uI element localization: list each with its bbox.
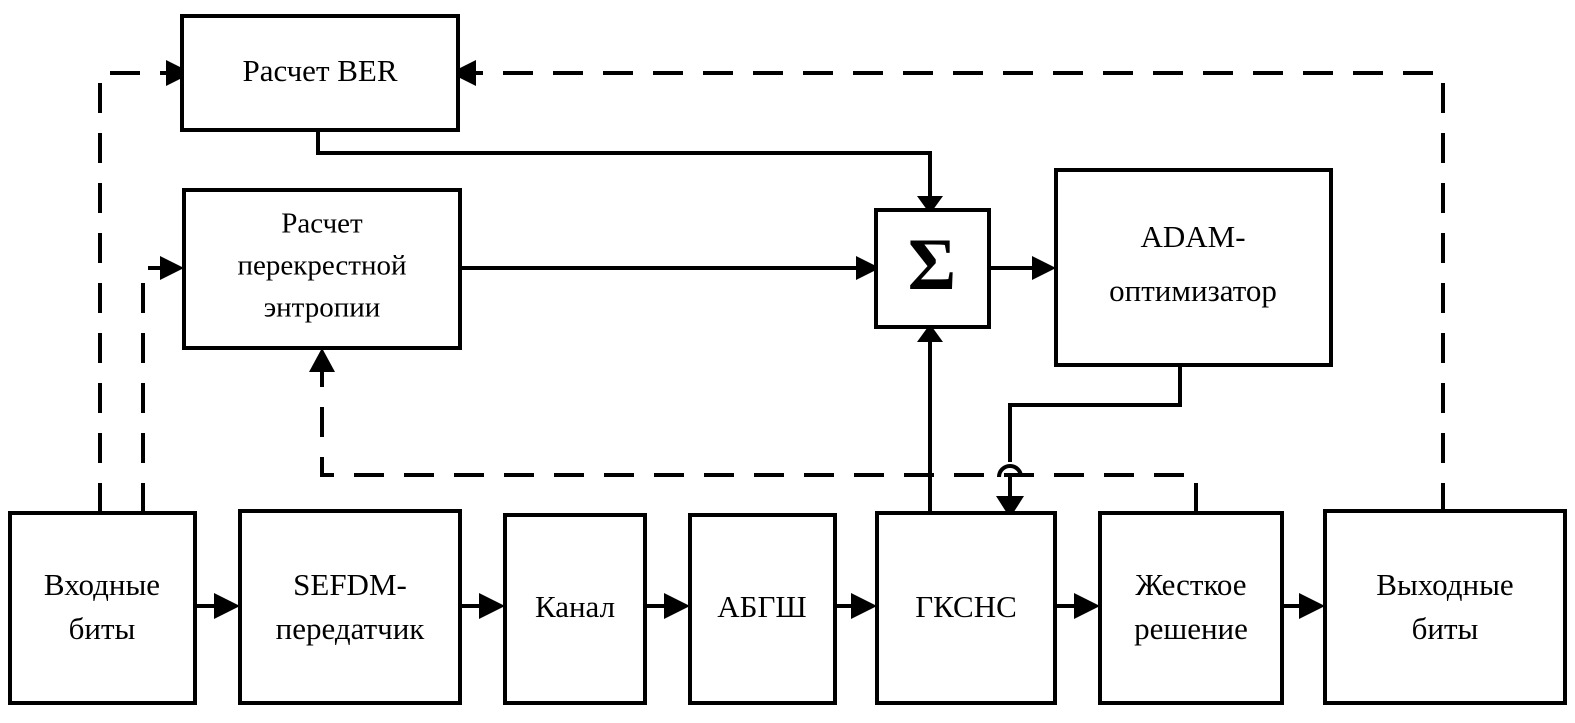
arrow-head-into-ber-left <box>166 60 192 86</box>
block-ber-label: Расчет BER <box>242 53 397 88</box>
arrow-head-into-channel <box>479 593 505 619</box>
block-input-bits-label-line1: Входные <box>44 567 160 602</box>
block-adam[interactable]: ADAM- оптимизатор <box>1054 168 1333 367</box>
block-sefdm-tx-rect <box>238 509 462 705</box>
block-output-bits[interactable]: Выходные биты <box>1323 509 1567 705</box>
connection-receiver-to-entropy <box>309 348 1198 513</box>
block-adam-label-line1: ADAM- <box>1140 219 1245 254</box>
connection-hard-decision-to-output-bits <box>1282 593 1325 619</box>
block-sum[interactable]: Σ <box>874 208 991 329</box>
connection-input-bits-to-ber <box>98 60 192 513</box>
connection-output-bits-to-ber <box>450 60 1445 513</box>
arrow-head-into-sum-top <box>917 196 943 214</box>
block-output-bits-label-line1: Выходные <box>1376 567 1513 602</box>
arrow-head-into-entropy-bottom <box>309 348 335 372</box>
arrow-head-into-sum-bottom <box>917 324 943 342</box>
block-awgn-label: АБГШ <box>717 589 806 624</box>
wire-hop-bridge <box>997 464 1023 478</box>
connection-ber-to-sum <box>316 130 943 214</box>
block-entropy-rect <box>182 188 462 350</box>
block-awgn[interactable]: АБГШ <box>688 513 837 705</box>
block-sum-rect <box>874 208 991 329</box>
block-channel-rect <box>503 513 647 705</box>
arrow-head-into-ber-right <box>450 60 476 86</box>
connection-input-bits-to-entropy <box>141 256 184 513</box>
block-input-bits[interactable]: Входные биты <box>8 511 197 705</box>
connection-sum-to-adam <box>989 256 1056 280</box>
arrow-head-into-gksnc <box>851 593 877 619</box>
block-hard-decision[interactable]: Жесткое решение <box>1098 511 1284 705</box>
block-sefdm-tx-label-line1: SEFDM- <box>293 567 407 602</box>
connection-channel-to-awgn <box>645 593 690 619</box>
connection-input-bits-to-sefdm <box>195 593 240 619</box>
arrow-head-into-entropy-left <box>160 256 184 280</box>
arrow-head-into-awgn <box>664 593 690 619</box>
arrow-head-into-sefdm <box>214 593 240 619</box>
block-awgn-rect <box>688 513 837 705</box>
block-sefdm-tx-label-line2: передатчик <box>276 611 426 646</box>
connection-gksnc-to-hard-decision <box>1055 593 1100 619</box>
arrow-head-into-adam-left <box>1032 256 1056 280</box>
arrow-head-into-hard-decision <box>1074 593 1100 619</box>
arrow-head-into-output-bits <box>1299 593 1325 619</box>
block-entropy-label-line1: Расчет <box>281 208 363 240</box>
block-gksnc-label: ГКСНС <box>915 589 1017 624</box>
connection-awgn-to-gksnc <box>835 593 877 619</box>
arrow-head-into-gksnc-top <box>996 496 1024 518</box>
block-hard-decision-rect <box>1098 511 1284 705</box>
block-channel[interactable]: Канал <box>503 513 647 705</box>
block-channel-label: Канал <box>535 589 615 624</box>
connection-sefdm-to-channel <box>460 593 505 619</box>
block-output-bits-label-line2: биты <box>1412 611 1479 646</box>
block-input-bits-rect <box>8 511 197 705</box>
connection-adam-to-gksnc <box>996 365 1182 518</box>
connection-entropy-to-sum <box>460 256 880 280</box>
block-sefdm-tx[interactable]: SEFDM- передатчик <box>238 509 462 705</box>
block-entropy[interactable]: Расчет перекрестной энтропии <box>182 188 462 350</box>
block-output-bits-rect <box>1323 509 1567 705</box>
connection-gksnc-to-sum <box>917 324 943 513</box>
block-gksnc-rect <box>875 511 1057 705</box>
block-ber[interactable]: Расчет BER <box>180 14 460 132</box>
block-adam-rect <box>1054 168 1333 367</box>
block-hard-decision-label-line2: решение <box>1134 611 1248 646</box>
block-entropy-label-line3: энтропии <box>264 292 381 324</box>
block-entropy-label-line2: перекрестной <box>237 250 406 282</box>
arrow-head-into-sum-left <box>856 256 880 280</box>
block-adam-label-line2: оптимизатор <box>1109 273 1277 308</box>
block-ber-rect <box>180 14 460 132</box>
block-gksnc[interactable]: ГКСНС <box>875 511 1057 705</box>
block-hard-decision-label-line1: Жесткое <box>1135 567 1246 602</box>
block-input-bits-label-line2: биты <box>69 611 136 646</box>
block-sum-label: Σ <box>908 224 956 306</box>
